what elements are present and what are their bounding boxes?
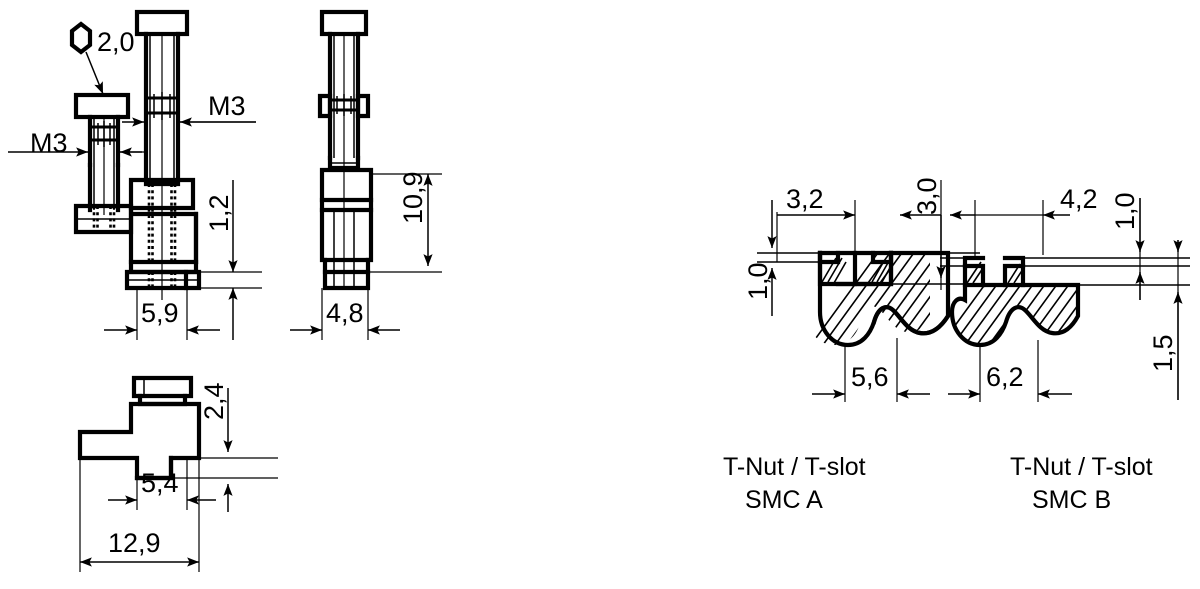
side-screw [317, 9, 371, 290]
dimension-6-2: 6,2 [948, 340, 1072, 402]
dimension-3-2-label: 3,2 [786, 184, 824, 214]
front-assembly-view: 2,0 M3 M3 5,9 1,2 [8, 9, 262, 340]
dimension-3-2: 3,2 [776, 184, 856, 284]
hex-key-symbol [69, 21, 93, 55]
dimension-1-2-label: 1,2 [204, 194, 234, 232]
dimension-1-0-b: 1,0 [1110, 192, 1145, 300]
caption-a-line1: T-Nut / T-slot [723, 453, 866, 481]
dimension-4-8-label: 4,8 [326, 298, 364, 328]
dimension-4-2: 4,2 [949, 184, 1098, 258]
dimension-1-5-label: 1,5 [1148, 334, 1178, 372]
dimension-5-4-label: 5,4 [141, 468, 179, 498]
tslot-walls-b [940, 255, 1190, 288]
dimension-5-9-label: 5,9 [141, 298, 179, 328]
side-nut-body [319, 167, 374, 291]
main-screw [134, 9, 190, 300]
plan-nut-view: 2,4 5,4 12,9 [77, 375, 278, 572]
m3-right-label: M3 [208, 91, 246, 121]
nut-left-ledge [73, 203, 134, 235]
caption-a-line2: SMC A [745, 486, 823, 514]
dimension-5-6-label: 5,6 [851, 362, 889, 392]
dimension-3-0-label: 3,0 [912, 177, 942, 215]
tslot-section-a: 3,2 3,0 1,0 5,6 T-Nut / T-slot SMC A [723, 177, 980, 514]
hex-leader-line [85, 51, 104, 95]
caption-b-line1: T-Nut / T-slot [1010, 453, 1153, 481]
dimension-1-2: 1,2 [196, 180, 262, 340]
dimension-1-0-b-label: 1,0 [1110, 192, 1140, 230]
dimension-3-0: 3,0 [899, 177, 946, 290]
dimension-12-9-label: 12,9 [108, 528, 161, 558]
dimension-1-0-a: 1,0 [743, 200, 777, 316]
dimension-10-9-label: 10,9 [398, 171, 428, 224]
dimension-5-4: 5,4 [108, 458, 216, 510]
side-assembly-view: 4,8 10,9 [290, 9, 442, 340]
left-screw [73, 92, 131, 215]
m3-left-label: M3 [30, 128, 68, 158]
dimension-1-5: 1,5 [1148, 240, 1183, 400]
dimension-4-2-label: 4,2 [1060, 184, 1098, 214]
hex-size-label: 2,0 [97, 27, 135, 57]
dimension-5-6: 5,6 [812, 338, 930, 402]
dimension-12-9: 12,9 [79, 458, 200, 572]
dimension-6-2-label: 6,2 [986, 362, 1024, 392]
dimension-5-9: 5,9 [104, 290, 220, 340]
dimension-2-4: 2,4 [171, 382, 278, 512]
dimension-2-4-label: 2,4 [199, 382, 229, 420]
dimension-10-9: 10,9 [368, 171, 442, 273]
dimension-4-8: 4,8 [290, 288, 400, 340]
dimension-1-0-a-label: 1,0 [743, 262, 773, 300]
caption-b-line2: SMC B [1032, 486, 1111, 514]
